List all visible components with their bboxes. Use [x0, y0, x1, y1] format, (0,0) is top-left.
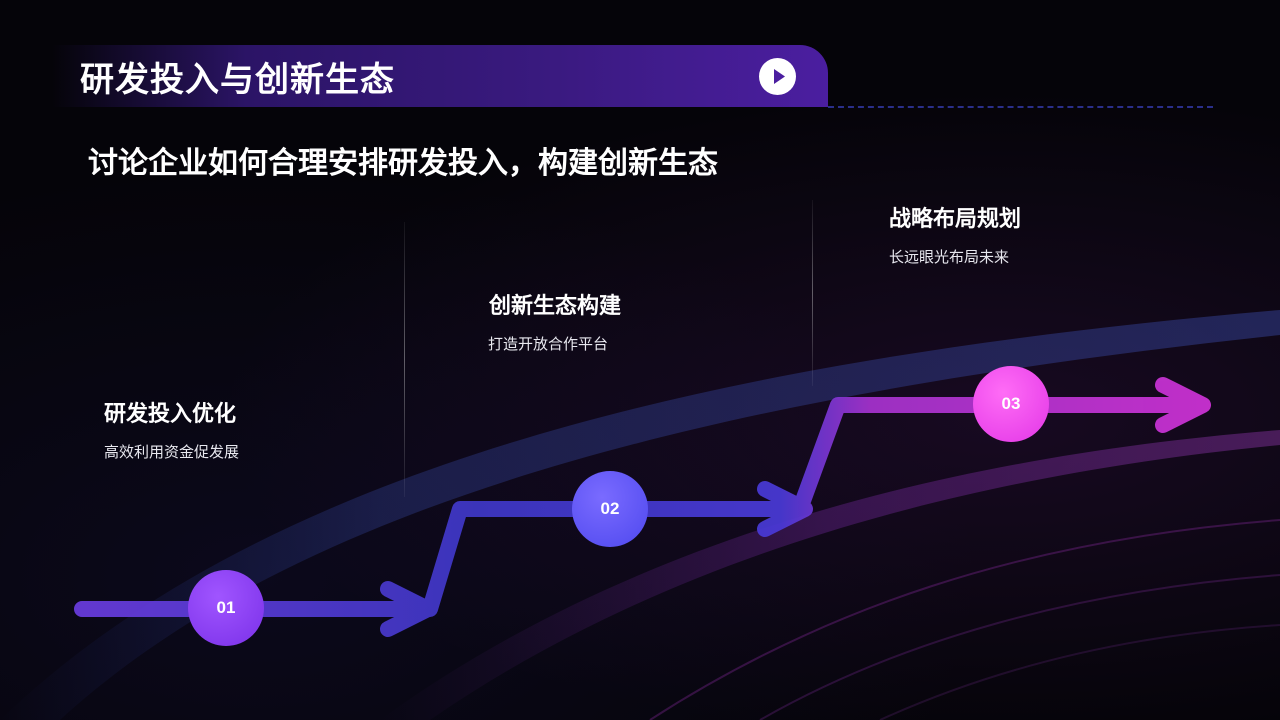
arrow-head-3: [1155, 377, 1211, 433]
step-2-number: 02: [600, 499, 620, 518]
step-2-title: 创新生态构建: [489, 294, 622, 319]
step-1-title: 研发投入优化: [104, 402, 237, 427]
divider-line-1: [404, 222, 405, 497]
step-2-desc: 打造开放合作平台: [488, 335, 609, 353]
step-1-number: 01: [216, 598, 236, 617]
play-icon: [774, 69, 785, 84]
step-3-number: 03: [1001, 394, 1021, 413]
step-3-badge: 03: [973, 366, 1049, 442]
step-3-desc: 长远眼光布局未来: [889, 248, 1010, 266]
step-1-desc: 高效利用资金促发展: [104, 443, 240, 461]
page-title: 研发投入与创新生态: [80, 60, 395, 100]
step-1-badge: 01: [188, 570, 264, 646]
arrow-head-1: [380, 581, 436, 637]
title-bar: [52, 45, 828, 107]
play-button[interactable]: [759, 58, 796, 95]
subtitle: 讨论企业如何合理安排研发投入，构建创新生态: [88, 146, 718, 181]
header-dashed-divider: [828, 106, 1213, 108]
step-2-badge: 02: [572, 471, 648, 547]
divider-line-2: [812, 200, 813, 386]
arrow-head-2: [757, 481, 813, 537]
step-3-title: 战略布局规划: [889, 207, 1022, 232]
